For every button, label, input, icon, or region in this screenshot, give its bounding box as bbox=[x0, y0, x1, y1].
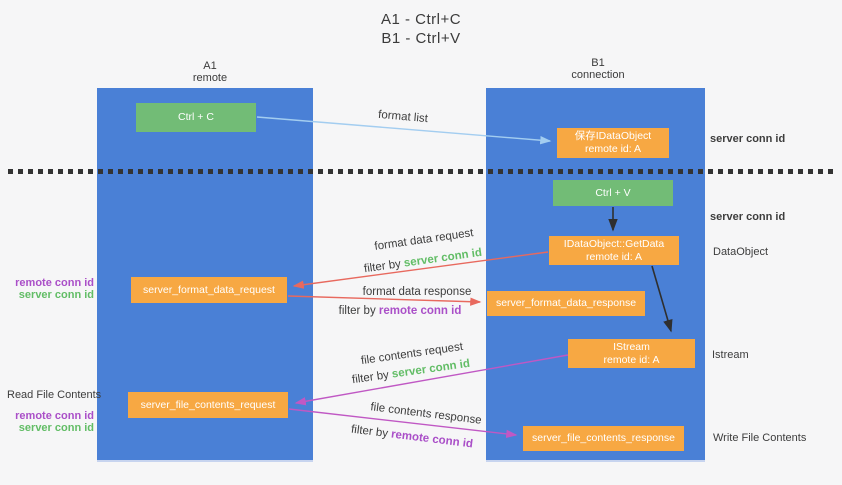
node-istream-line1: IStream bbox=[613, 340, 650, 353]
filter-by-text: filter by bbox=[338, 305, 376, 317]
label-format-list: format list bbox=[377, 108, 429, 126]
label-write-file-contents: Write File Contents bbox=[713, 432, 807, 444]
label-istream: Istream bbox=[712, 349, 749, 361]
node-server-format-data-response: server_format_data_response bbox=[487, 291, 645, 316]
node-idataobject-getdata-line2: remote id: A bbox=[585, 250, 643, 263]
node-save-idataobject: 保存IDataObject remote id: A bbox=[557, 128, 669, 158]
node-server-format-data-request: server_format_data_request bbox=[131, 277, 287, 303]
title-line-2: B1 - Ctrl+V bbox=[381, 30, 461, 47]
lifeline-header-a1: A1 remote bbox=[150, 60, 270, 84]
node-ctrl-v: Ctrl + V bbox=[553, 180, 673, 206]
node-istream-line2: remote id: A bbox=[603, 353, 660, 366]
node-save-idataobject-line1: 保存IDataObject bbox=[574, 130, 652, 142]
label-remote-conn-id-upper: remote conn id bbox=[15, 277, 94, 289]
label-remote-conn-id-lower: remote conn id bbox=[15, 410, 94, 422]
left-conn-id-group-upper: remote conn id server conn id bbox=[15, 277, 94, 301]
node-server-file-contents-request: server_file_contents_request bbox=[128, 392, 288, 418]
lifeline-b1-title: B1 bbox=[591, 57, 605, 69]
node-ctrl-v-label: Ctrl + V bbox=[595, 186, 631, 199]
node-save-idataobject-line2: remote id: A bbox=[584, 143, 642, 155]
label-filter-by-remote-conn-id-2: filter by remote conn id bbox=[350, 424, 473, 451]
diagram-title: A1 - Ctrl+C B1 - Ctrl+V bbox=[0, 10, 842, 48]
lifeline-header-b1: B1 connection bbox=[538, 57, 658, 81]
filter-by-text: filter by bbox=[363, 258, 402, 276]
node-istream: IStream remote id: A bbox=[568, 339, 695, 368]
label-filter-by-remote-conn-id-1: filter by remote conn id bbox=[339, 305, 462, 317]
node-server-file-contents-response: server_file_contents_response bbox=[523, 426, 684, 451]
node-ctrl-c: Ctrl + C bbox=[136, 103, 256, 132]
node-server-file-contents-request-label: server_file_contents_request bbox=[140, 398, 276, 411]
title-line-1: A1 - Ctrl+C bbox=[380, 11, 462, 28]
node-server-format-data-response-label: server_format_data_response bbox=[495, 297, 637, 309]
lifeline-a1-title: A1 bbox=[203, 60, 217, 72]
node-ctrl-c-label: Ctrl + C bbox=[178, 111, 214, 123]
section-divider bbox=[8, 169, 838, 174]
lifeline-b1-subtitle: connection bbox=[571, 69, 625, 81]
node-idataobject-getdata: IDataObject::GetData remote id: A bbox=[549, 236, 679, 265]
filter-by-text: filter by bbox=[350, 423, 389, 440]
label-server-conn-id-lower: server conn id bbox=[18, 422, 94, 434]
lifeline-a1-subtitle: remote bbox=[192, 72, 228, 84]
node-server-file-contents-response-label: server_file_contents_response bbox=[531, 432, 675, 444]
label-file-contents-response: file contents response bbox=[369, 401, 483, 427]
filter-by-text: filter by bbox=[351, 369, 390, 387]
label-read-file-contents: Read File Contents bbox=[7, 389, 102, 401]
remote-conn-id-text: remote conn id bbox=[378, 305, 462, 317]
label-format-data-response: format data response bbox=[362, 286, 472, 298]
node-server-format-data-request-label: server_format_data_request bbox=[143, 283, 275, 296]
left-conn-id-group-lower: remote conn id server conn id bbox=[15, 410, 94, 434]
label-dataobject: DataObject bbox=[713, 246, 769, 258]
server-conn-id-text: server conn id bbox=[403, 246, 483, 270]
node-idataobject-getdata-line1: IDataObject::GetData bbox=[563, 237, 665, 250]
label-server-conn-id-top: server conn id bbox=[710, 133, 786, 145]
label-server-conn-id-mid: server conn id bbox=[710, 211, 786, 223]
remote-conn-id-text: remote conn id bbox=[390, 428, 474, 451]
label-server-conn-id-upper: server conn id bbox=[18, 289, 94, 301]
